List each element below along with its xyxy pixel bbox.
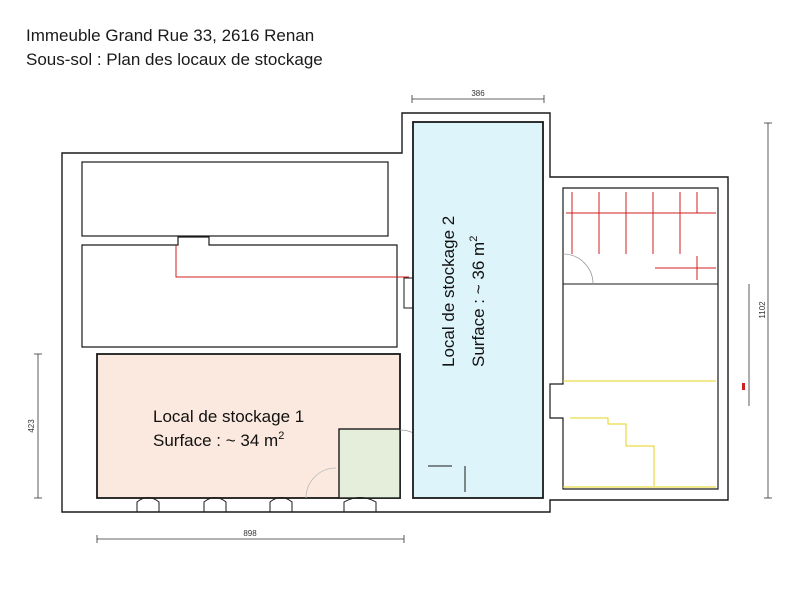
- dimension-bottom-label: 898: [243, 529, 257, 538]
- dimension-bottom: [96, 535, 405, 543]
- upper-left-block: [81, 161, 389, 237]
- dimension-left-label: 423: [27, 419, 36, 433]
- storage-1-label: Local de stockage 1: [153, 407, 304, 426]
- dimension-right-label: 1102: [758, 301, 767, 319]
- storage-1-surface: Surface : ~ 34 m2: [153, 430, 284, 450]
- storage-2-label-group: Local de stockage 2: [439, 216, 458, 367]
- window-bumps: [136, 497, 377, 512]
- yellow-stair-lines: [563, 380, 716, 488]
- red-lines-right: [566, 192, 716, 280]
- storage-2-surface: Surface : ~ 36 m2: [468, 236, 488, 367]
- door-arc-right: [562, 253, 594, 285]
- middle-left-block: [81, 236, 398, 348]
- right-marker: [742, 383, 745, 390]
- dimension-top: [411, 95, 545, 103]
- small-door-marker: [403, 277, 414, 309]
- plan-subtitle: Sous-sol : Plan des locaux de stockage: [26, 50, 323, 69]
- dimension-left-label-group: 423: [27, 419, 36, 433]
- small-room: [338, 428, 401, 499]
- right-wing-inner: [549, 187, 719, 490]
- building-outline: [61, 112, 729, 513]
- dimension-right: [748, 122, 772, 499]
- storage-2-label: Local de stockage 2: [439, 216, 458, 367]
- dimension-top-label: 386: [471, 89, 485, 98]
- dimension-right-label-group: 1102: [758, 301, 767, 319]
- red-line-left: [175, 245, 409, 278]
- plan-title: Immeuble Grand Rue 33, 2616 Renan: [26, 26, 315, 45]
- plan-heading: Immeuble Grand Rue 33, 2616 Renan Sous-s…: [26, 24, 323, 72]
- door-arc-storage-1: [305, 467, 337, 499]
- storage-room-2: [412, 121, 544, 499]
- storage-2-surface-group: Surface : ~ 36 m2: [468, 236, 488, 367]
- dimension-left: [34, 353, 42, 499]
